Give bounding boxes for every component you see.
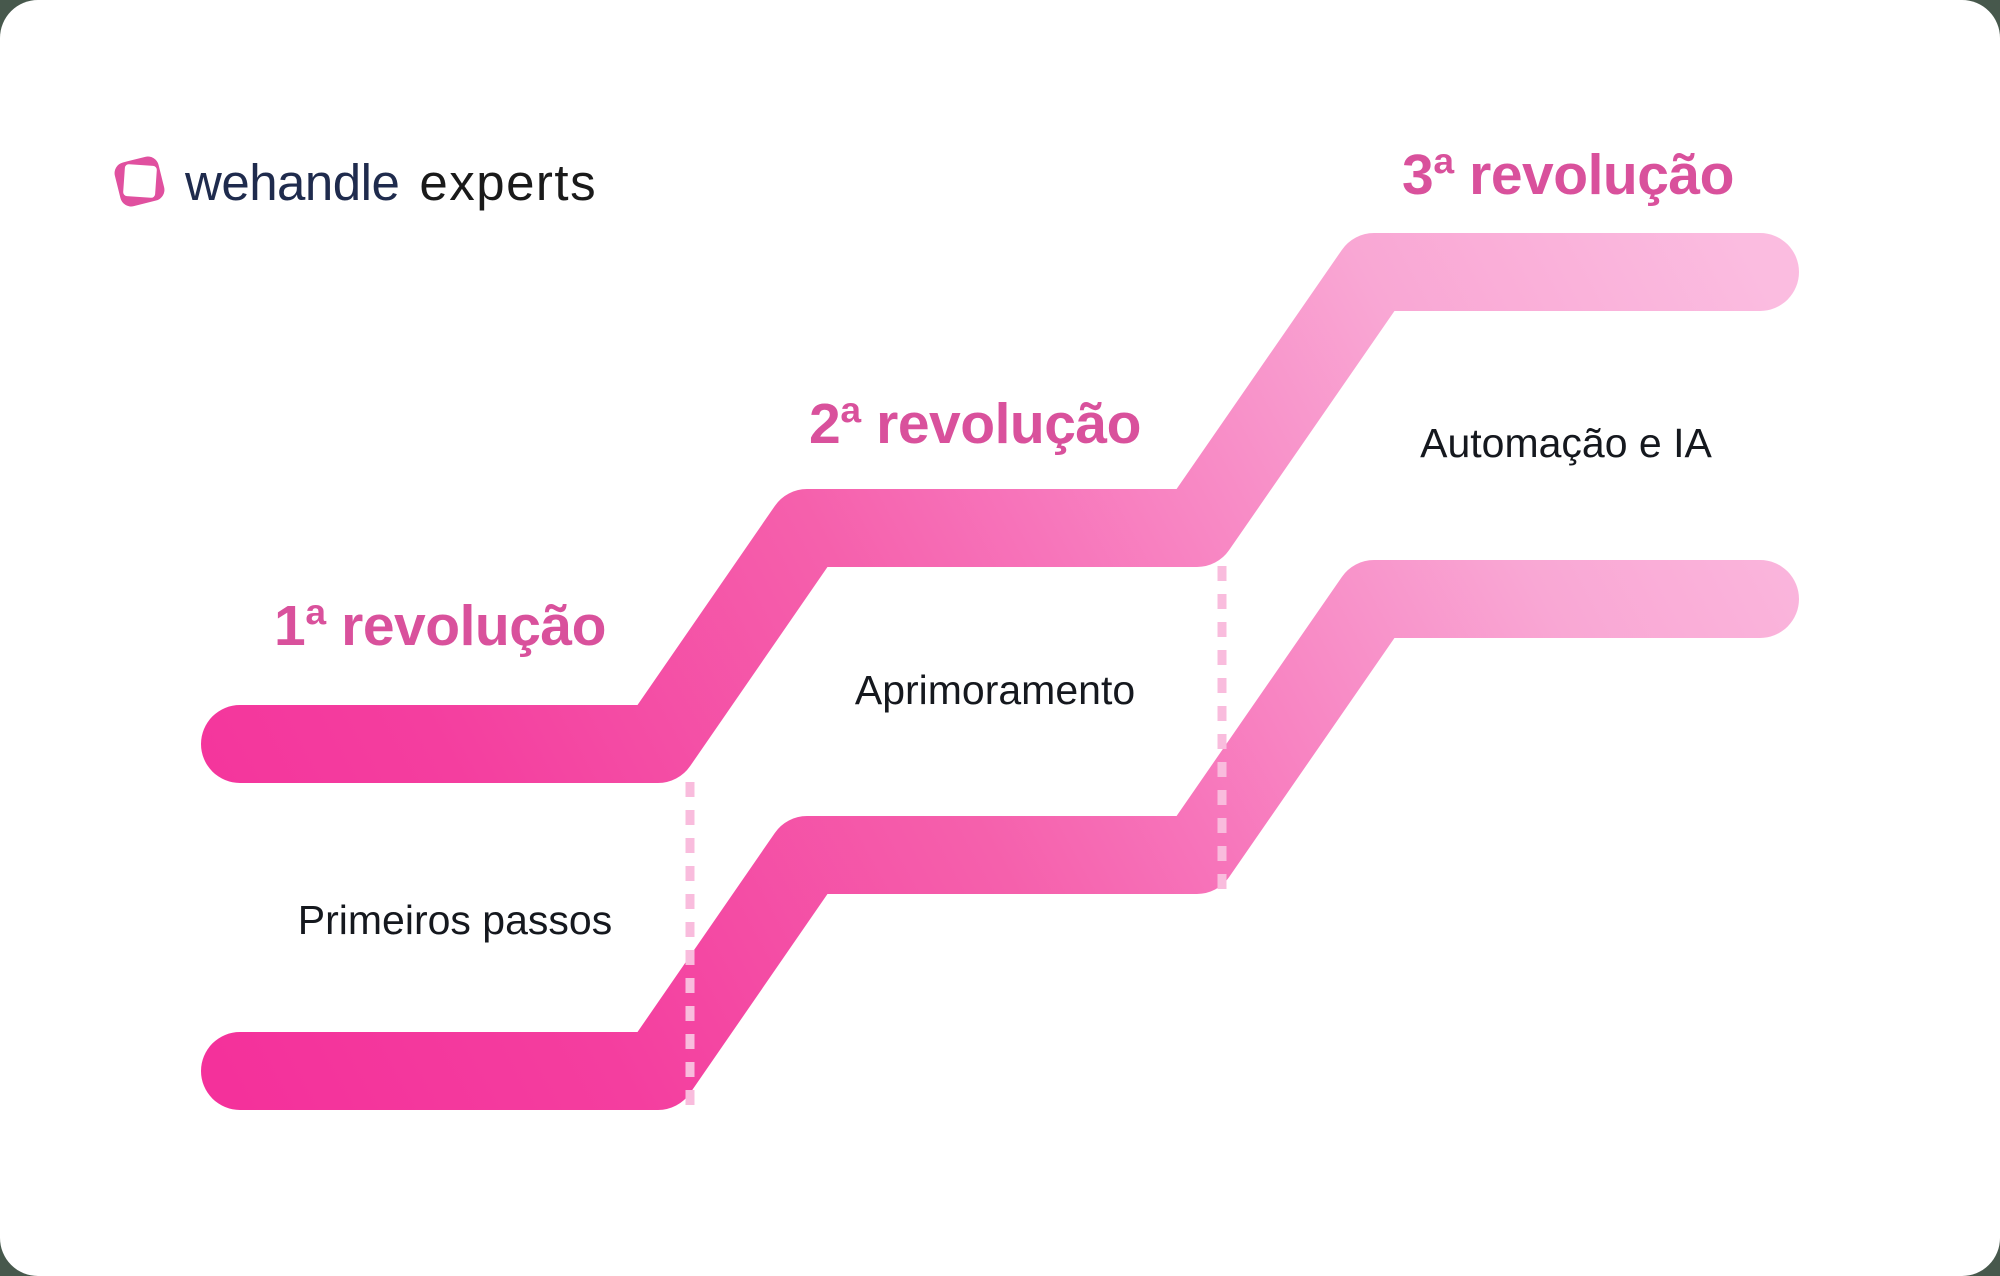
- brand-name: wehandle: [185, 153, 400, 211]
- stage-3-label: Automação e IA: [1420, 420, 1712, 466]
- stage-3-title: 3ª revolução: [1402, 143, 1734, 207]
- staircase-lower-path: [201, 560, 1799, 1110]
- staircase-upper-path: [201, 233, 1799, 783]
- stage-2-title: 2ª revolução: [809, 392, 1141, 456]
- logo-inner-square: [122, 163, 158, 199]
- brand-logo: wehandle experts: [112, 153, 598, 211]
- brand-suffix: experts: [419, 153, 598, 211]
- stage-1-label: Primeiros passos: [297, 897, 613, 943]
- stage-2-label: Aprimoramento: [854, 667, 1136, 713]
- wehandle-logo-icon: [112, 154, 169, 209]
- stage-1-title: 1ª revolução: [274, 594, 606, 658]
